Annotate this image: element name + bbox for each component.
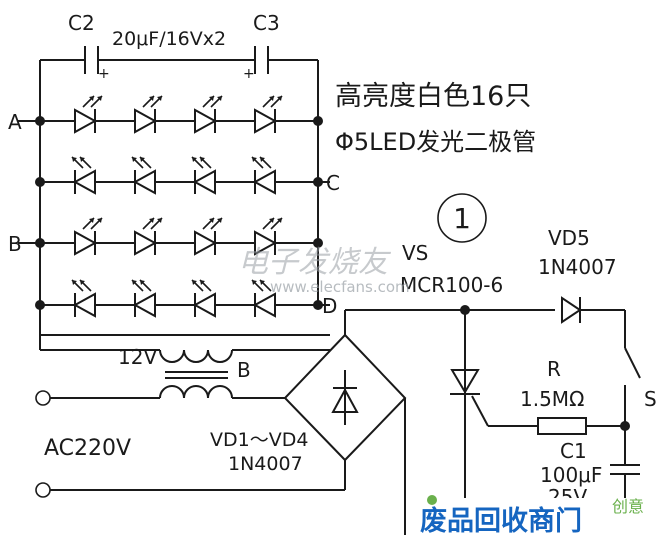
- c1-value-label: 100μF: [540, 463, 602, 487]
- led-diode: [254, 217, 283, 256]
- node: [620, 421, 630, 431]
- footer-watermark-cn: 废品回收商门: [420, 505, 582, 535]
- vd5-diode-symbol: [561, 296, 582, 324]
- node: [35, 300, 45, 310]
- led-diode: [71, 279, 96, 318]
- footer-watermark-side: 创意: [612, 497, 644, 516]
- node: [313, 116, 323, 126]
- site-watermark-url: www.elecfans.com: [270, 278, 410, 296]
- thyristor-part-label: MCR100-6: [400, 273, 503, 297]
- figure-number: 1: [453, 202, 471, 235]
- row-label-d: D: [322, 294, 337, 318]
- led-diode: [251, 279, 276, 318]
- ac-input-terminal-top: [35, 390, 51, 406]
- row-label-b: B: [8, 232, 22, 256]
- vd5-name-label: VD5: [548, 226, 590, 250]
- bridge-rectifier: [283, 310, 407, 535]
- led-diode: [194, 95, 223, 134]
- switch-label: S: [644, 387, 657, 411]
- led-diode: [134, 217, 163, 256]
- led-diode: [254, 95, 283, 134]
- transformer: [39, 335, 330, 399]
- site-watermark-cn: 电子发烧友: [238, 245, 392, 280]
- led-diode: [134, 95, 163, 134]
- node: [313, 300, 323, 310]
- bridge-part-label: 1N4007: [228, 453, 303, 475]
- ac-input-label: AC220V: [44, 436, 131, 461]
- led-description-line1: 高亮度白色16只: [335, 81, 531, 112]
- node: [35, 116, 45, 126]
- resistor-symbol: [537, 417, 587, 435]
- transformer-voltage-label: 12V: [118, 345, 157, 369]
- capacitor-value-label: 20μF/16Vx2: [112, 28, 226, 50]
- bridge-name-label: VD1～VD4: [210, 429, 308, 451]
- row-label-a: A: [8, 110, 22, 134]
- thyristor-symbol: [450, 369, 480, 394]
- node: [313, 177, 323, 187]
- node: [35, 177, 45, 187]
- ac-input-terminal-bottom: [35, 482, 51, 498]
- led-diode: [191, 279, 216, 318]
- switch-symbol: [624, 347, 641, 379]
- figure-number-circle: [437, 193, 487, 243]
- c3-label: C3: [253, 11, 280, 35]
- led-diode: [251, 156, 276, 195]
- led-array: [71, 95, 283, 318]
- led-diode: [131, 279, 156, 318]
- c1-name-label: C1: [560, 439, 587, 463]
- led-description-line2: Φ5LED发光二极管: [335, 128, 536, 156]
- control-circuit: [345, 296, 641, 535]
- thyristor-name-label: VS: [402, 241, 428, 265]
- led-diode: [131, 156, 156, 195]
- c2-label: C2: [68, 11, 95, 35]
- transformer-name-label: B: [237, 358, 251, 382]
- resistor-name-label: R: [547, 357, 561, 381]
- footer-banner-bg: [415, 498, 665, 535]
- node: [460, 305, 470, 315]
- led-diode: [191, 156, 216, 195]
- led-diode: [74, 95, 103, 134]
- node: [313, 238, 323, 248]
- row-label-c: C: [326, 171, 340, 195]
- c3-plus-sign: +: [243, 66, 255, 82]
- leaf-icon: [427, 495, 437, 505]
- resistor-value-label: 1.5MΩ: [520, 387, 584, 411]
- led-diode: [71, 156, 96, 195]
- led-diode: [74, 217, 103, 256]
- c2-plus-sign: +: [98, 66, 110, 82]
- led-diode: [194, 217, 223, 256]
- node: [35, 238, 45, 248]
- vd5-part-label: 1N4007: [538, 255, 617, 279]
